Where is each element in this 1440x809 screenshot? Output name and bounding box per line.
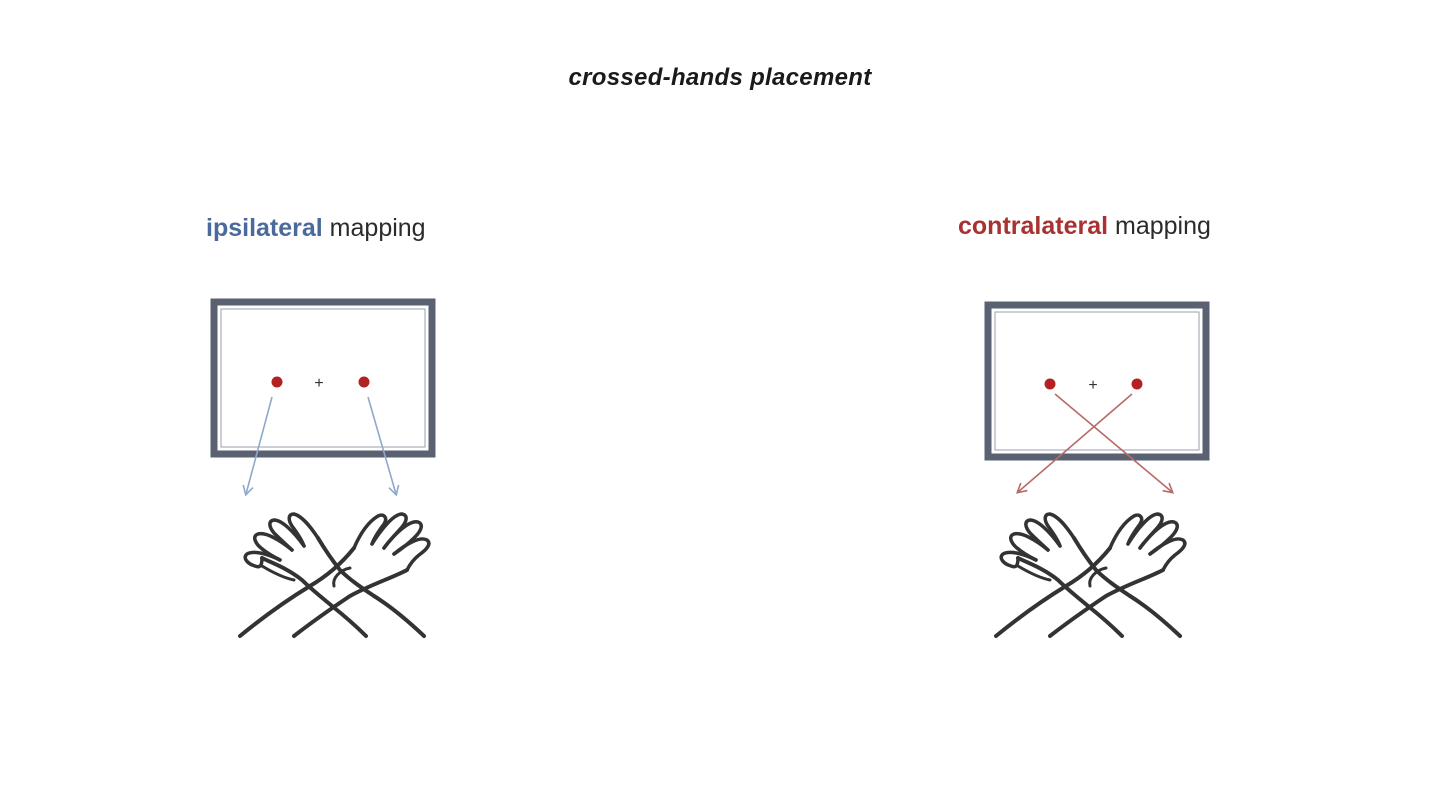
ipsilateral-label-suffix: mapping bbox=[322, 214, 426, 242]
contralateral-right-dot-arrow bbox=[1015, 393, 1133, 494]
ipsilateral-panel: + bbox=[210, 298, 436, 638]
ipsilateral-right-arrow bbox=[367, 396, 400, 497]
contralateral-screen-inner-edge bbox=[994, 311, 1200, 451]
figure-title: crossed-hands placement bbox=[568, 64, 872, 91]
ipsilateral-left-dot bbox=[271, 376, 283, 388]
contralateral-panel: + bbox=[984, 301, 1210, 638]
ipsilateral-right-dot bbox=[358, 376, 370, 388]
ipsilateral-panel-label: ipsilateral mapping bbox=[206, 214, 426, 243]
contralateral-left-dot-arrow bbox=[1054, 393, 1175, 494]
ipsilateral-left-arrow bbox=[242, 396, 273, 497]
contralateral-screen bbox=[984, 301, 1210, 461]
contralateral-label-suffix: mapping bbox=[1108, 212, 1211, 240]
contralateral-fixation-cross: + bbox=[1088, 377, 1097, 394]
contralateral-right-dot bbox=[1131, 378, 1143, 390]
ipsilateral-fixation-cross: + bbox=[314, 375, 323, 392]
contralateral-left-dot bbox=[1044, 378, 1056, 390]
ipsilateral-crossed-hands-icon bbox=[238, 512, 431, 638]
ipsilateral-screen bbox=[210, 298, 436, 458]
contralateral-crossed-hands-icon bbox=[994, 512, 1187, 638]
contralateral-panel-label: contralateral mapping bbox=[958, 212, 1211, 241]
contralateral-keyword: contralateral bbox=[958, 212, 1109, 240]
ipsilateral-screen-inner-edge bbox=[220, 308, 426, 448]
ipsilateral-keyword: ipsilateral bbox=[206, 214, 323, 242]
